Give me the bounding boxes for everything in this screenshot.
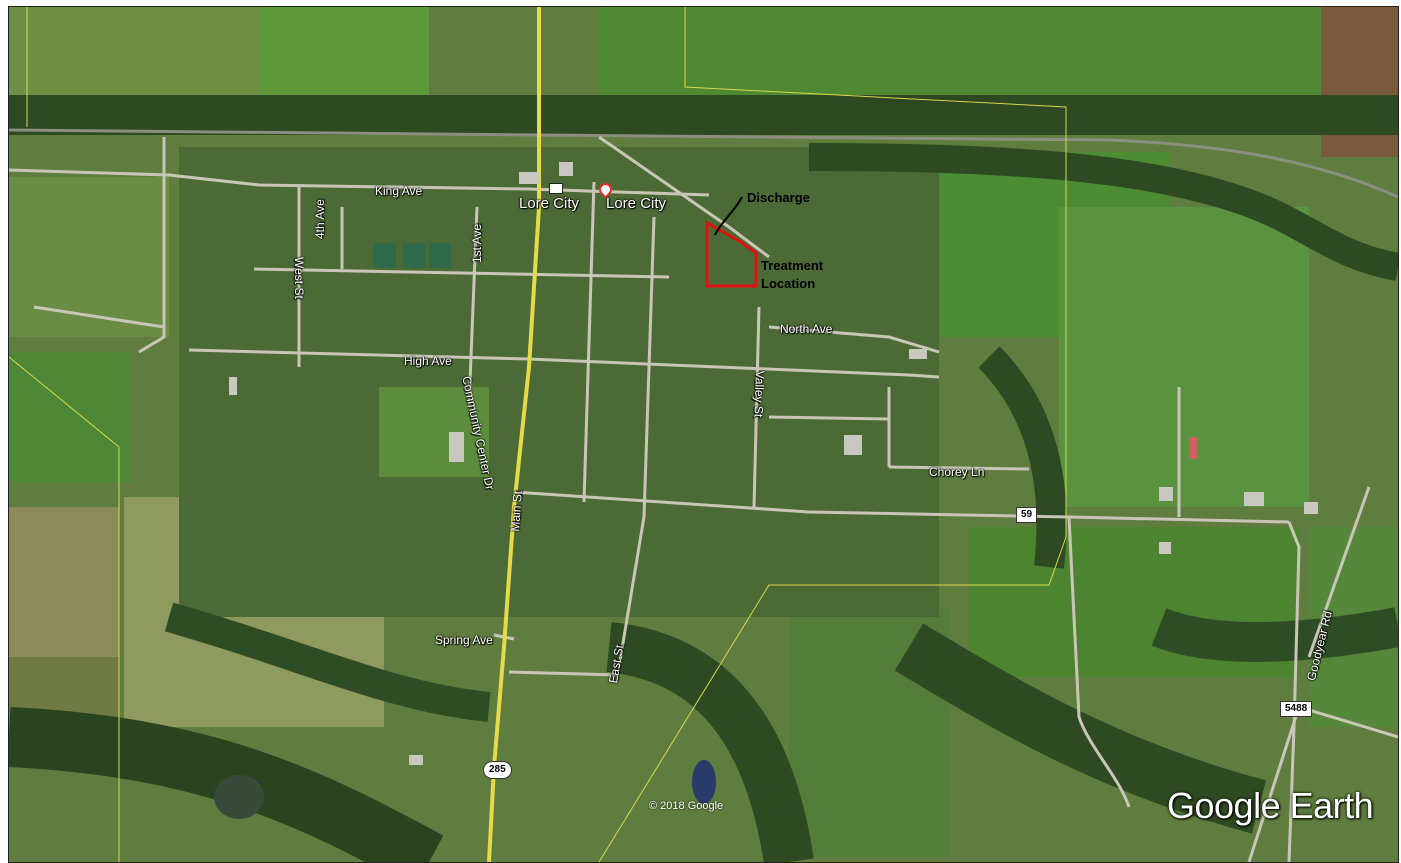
treatment-area-outline: [705, 220, 758, 288]
annotation-discharge: Discharge: [747, 190, 810, 205]
google-earth-logo: Google Earth: [1167, 785, 1374, 826]
map-imagery: [9, 7, 1398, 862]
street-label-1st-ave: 1st Ave: [470, 223, 484, 263]
street-label-4th-ave: 4th Ave: [313, 199, 327, 239]
route-shield-5488: 5488: [1280, 701, 1313, 717]
street-label-king-ave: King Ave: [375, 184, 423, 198]
street-label-valley-st: Valley St: [751, 370, 767, 418]
street-label-west-st: West St: [292, 257, 306, 299]
street-label-north-ave: North Ave: [780, 322, 833, 336]
place-label-lore-city-2: Lore City: [606, 195, 667, 212]
annotation-treatment-location: Treatment Location: [761, 257, 823, 292]
route-shield-285: 285: [483, 761, 512, 779]
annotation-treatment-line2: Location: [761, 275, 816, 291]
copyright-text: © 2018 Google: [649, 800, 724, 812]
route-shield-59: 59: [1016, 507, 1038, 523]
street-label-main-st: Main St: [508, 490, 525, 532]
annotation-treatment-line1: Treatment: [761, 258, 824, 273]
satellite-map[interactable]: Lore City Lore City King Ave 4th Ave 1st…: [8, 6, 1399, 863]
street-label-spring-ave: Spring Ave: [435, 633, 493, 647]
post-office-icon: [549, 183, 563, 194]
street-label-high-ave: High Ave: [404, 354, 452, 368]
street-label-chorey-ln: Chorey Ln: [929, 465, 985, 479]
place-label-lore-city-1: Lore City: [519, 195, 580, 212]
